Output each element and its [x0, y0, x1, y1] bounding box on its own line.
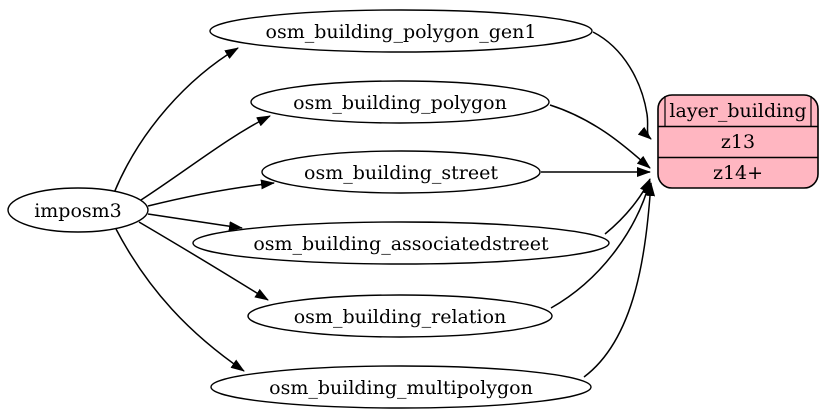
osm-building-polygon-gen1-ellipse — [209, 9, 593, 53]
layer-building-row-z13: z13 — [721, 131, 755, 153]
osm-building-associatedstreet-ellipse — [192, 221, 610, 265]
edge-imposm3-to-osm-building-polygon — [140, 115, 271, 201]
osm-building-polygon-gen1-label: osm_building_polygon_gen1 — [266, 21, 537, 43]
edge-osm-building-multipolygon-to-z14 — [583, 182, 656, 378]
imposm3-label: imposm3 — [34, 200, 122, 222]
edge-imposm3-to-osm-building-street — [147, 179, 275, 207]
node-osm-building-relation: osm_building_relation — [247, 294, 553, 338]
osm-building-street-label: osm_building_street — [304, 162, 498, 184]
edge-osm-building-polygon-gen1-to-z13 — [592, 31, 652, 140]
osm-building-polygon-ellipse — [250, 80, 550, 124]
node-osm-building-street: osm_building_street — [261, 150, 541, 194]
osm-building-associatedstreet-label: osm_building_associatedstreet — [253, 233, 549, 255]
edge-osm-building-relation-to-z14 — [550, 180, 652, 309]
edges-from-imposm3 — [113, 47, 275, 372]
layer-building-box — [657, 94, 819, 189]
osm-building-multipolygon-ellipse — [210, 365, 592, 409]
node-imposm3: imposm3 — [7, 187, 149, 233]
edge-imposm3-to-osm-building-relation — [138, 221, 269, 301]
osm-building-polygon-label: osm_building_polygon — [293, 92, 507, 114]
node-layer-building: layer_building z13 z14+ — [657, 94, 819, 189]
edge-imposm3-to-osm-building-polygon-gen1 — [113, 47, 239, 194]
osm-building-relation-ellipse — [247, 294, 553, 338]
edge-imposm3-to-osm-building-multipolygon — [115, 228, 245, 372]
edge-imposm3-to-osm-building-associatedstreet — [147, 213, 243, 232]
imposm3-ellipse — [7, 187, 149, 233]
edge-osm-building-polygon-to-z14 — [549, 104, 651, 169]
osm-building-multipolygon-label: osm_building_multipolygon — [269, 377, 533, 399]
edge-osm-building-associatedstreet-to-z14 — [604, 178, 651, 235]
node-osm-building-polygon-gen1: osm_building_polygon_gen1 — [209, 9, 593, 53]
layer-building-title: layer_building — [669, 100, 806, 122]
node-osm-building-polygon: osm_building_polygon — [250, 80, 550, 124]
node-osm-building-associatedstreet: osm_building_associatedstreet — [192, 221, 610, 265]
edges-to-layer-building — [541, 31, 656, 378]
layer-building-row-z14: z14+ — [713, 162, 763, 184]
node-osm-building-multipolygon: osm_building_multipolygon — [210, 365, 592, 409]
osm-building-relation-label: osm_building_relation — [294, 306, 507, 328]
osm-building-street-ellipse — [261, 150, 541, 194]
